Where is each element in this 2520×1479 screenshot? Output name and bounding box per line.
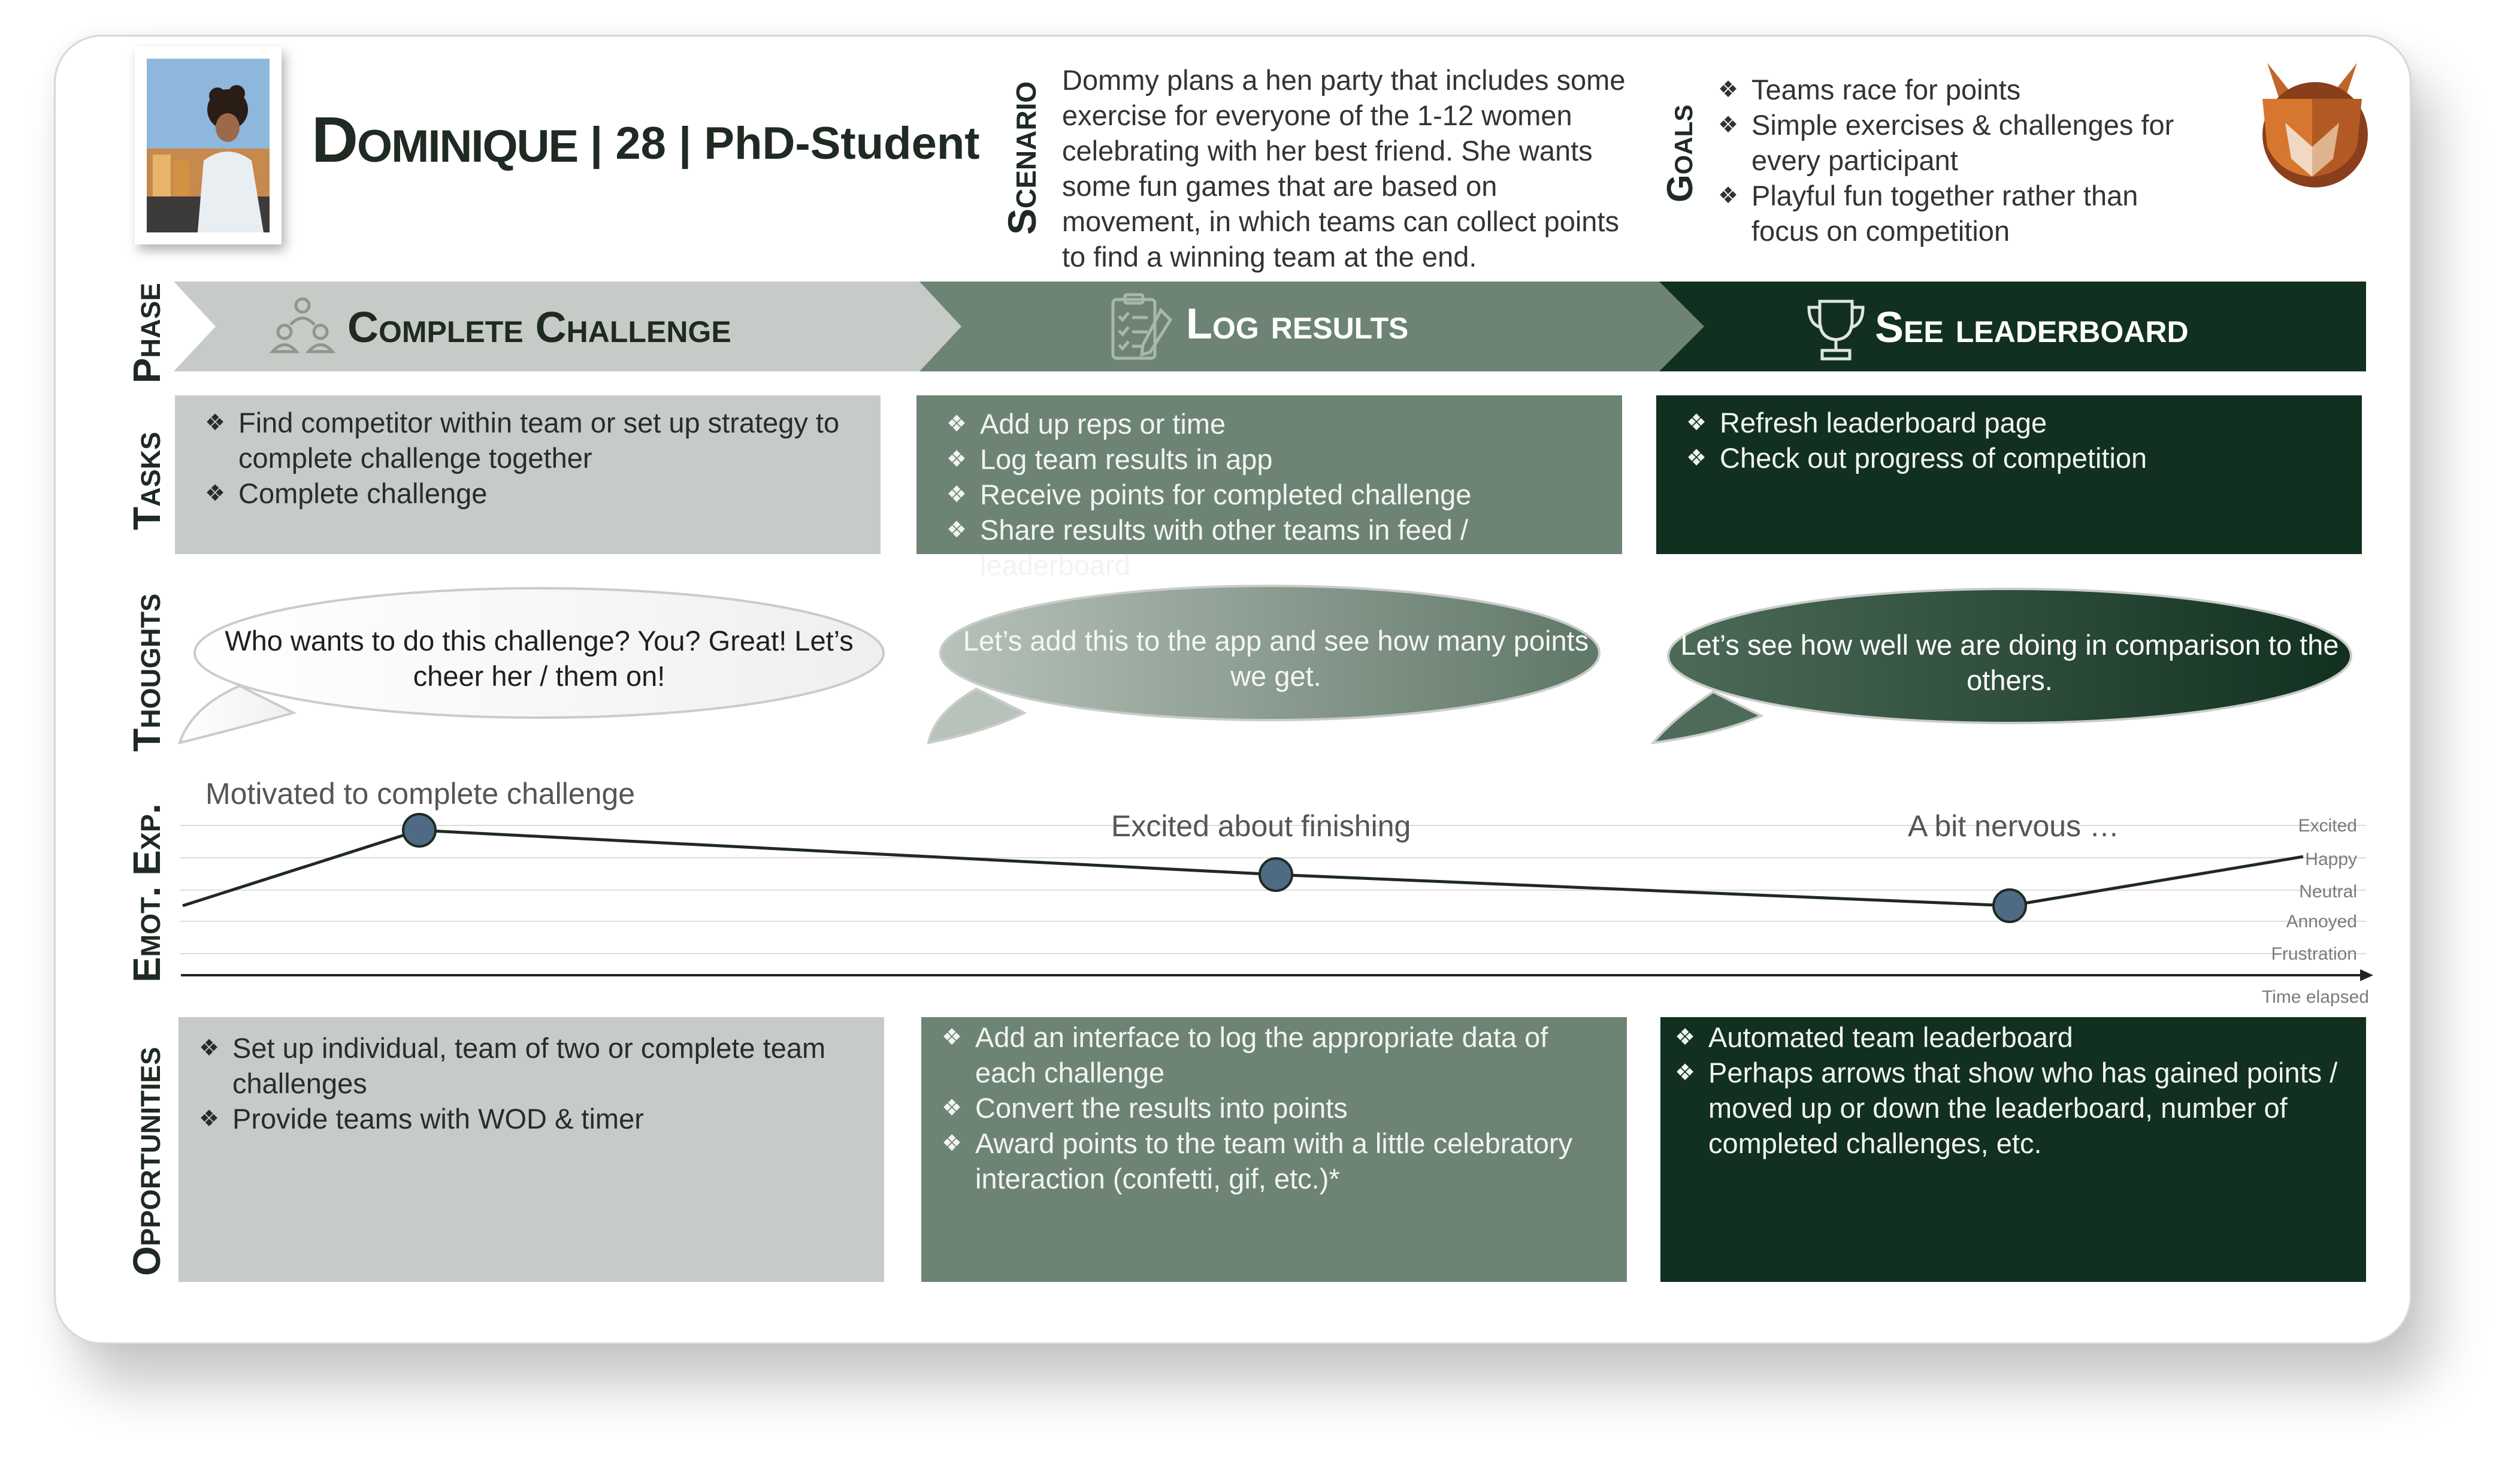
thought-text-1: Who wants to do this challenge? You? Gre…: [225, 625, 854, 692]
row-label-phase: Phase: [125, 283, 168, 383]
goal-item: Teams race for points: [1718, 72, 2209, 107]
persona-photo-image: [147, 59, 270, 232]
task-item: Log team results in app: [946, 441, 1610, 477]
thought-bubble-3: [1650, 588, 2352, 745]
emotion-point-2: [1259, 857, 1293, 892]
task-item: Complete challenge: [205, 476, 869, 511]
tasks-box-1: Find competitor within team or set up st…: [175, 395, 881, 554]
emotion-point-3: [1992, 888, 2027, 923]
persona-details: | 28 | PhD-Student: [590, 118, 980, 169]
time-axis-label: Time elapsed: [2262, 987, 2369, 1007]
scale-label-annoyed: Annoyed: [2286, 912, 2357, 931]
scale-label-frustration: Frustration: [2271, 944, 2357, 964]
task-item: Refresh leaderboard page: [1686, 405, 2350, 440]
task-item: Check out progress of competition: [1686, 440, 2350, 476]
people-group-icon: [270, 297, 335, 353]
thought-text-2: Let’s add this to the app and see how ma…: [963, 625, 1589, 692]
phase-banner-1: [174, 282, 964, 371]
opportunity-item: Convert the results into points: [942, 1090, 1615, 1126]
tasks-box-2: Add up reps or time Log team results in …: [916, 395, 1622, 581]
persona-photo: [135, 47, 282, 244]
row-label-emotions: Emot. Exp.: [125, 803, 168, 982]
task-item: Find competitor within team or set up st…: [205, 405, 869, 476]
opportunities-box-3: Automated team leaderboard Perhaps arrow…: [1660, 1017, 2366, 1282]
persona-name: Dominique: [311, 103, 579, 176]
scale-label-neutral: Neutral: [2299, 882, 2357, 902]
trophy-icon: [1807, 300, 1865, 361]
goals-list: Teams race for points Simple exercises &…: [1718, 72, 2209, 249]
emotion-chart: [180, 813, 2373, 981]
task-item: Share results with other teams in feed /…: [946, 512, 1610, 583]
thought-bubbles: [177, 585, 2352, 745]
task-item: Receive points for completed challenge: [946, 477, 1610, 512]
row-label-thoughts: Thoughts: [125, 593, 168, 752]
opportunity-item: Automated team leaderboard: [1675, 1020, 2354, 1055]
emotion-label-3: A bit nervous …: [1908, 809, 2119, 843]
goals-label: Goals: [1660, 104, 1700, 202]
scenario-text: Dommy plans a hen party that includes so…: [1062, 64, 1626, 273]
scenario-label: Scenario: [1000, 81, 1044, 235]
thought-text-3: Let’s see how well we are doing in compa…: [1680, 629, 2339, 696]
goal-item: Simple exercises & challenges for every …: [1718, 107, 2209, 178]
opportunities-box-1: Set up individual, team of two or comple…: [179, 1017, 884, 1282]
scale-label-happy: Happy: [2305, 849, 2357, 869]
opportunity-item: Set up individual, team of two or comple…: [199, 1030, 872, 1101]
tasks-box-3: Refresh leaderboard page Check out progr…: [1656, 395, 2362, 554]
emotion-point-1: [402, 813, 437, 848]
opportunities-box-2: Add an interface to log the appropriate …: [921, 1017, 1627, 1282]
phase-banner: [174, 282, 2366, 371]
time-axis-arrow: [2360, 969, 2373, 981]
emotion-label-1: Motivated to complete challenge: [205, 777, 636, 810]
clipboard-checklist-icon: [1111, 293, 1173, 360]
opportunity-item: Add an interface to log the appropriate …: [942, 1020, 1615, 1090]
row-label-tasks: Tasks: [125, 431, 168, 530]
phase-title-2: Log results: [1186, 300, 1409, 348]
fox-logo-icon: [2262, 63, 2368, 187]
opportunity-item: Perhaps arrows that show who has gained …: [1675, 1055, 2354, 1161]
task-item: Add up reps or time: [946, 406, 1610, 441]
phase-title-3: See leaderboard: [1875, 304, 2189, 352]
phase-banner-2: [919, 282, 1707, 371]
thought-bubble-2: [927, 585, 1601, 745]
thought-bubble-1: [177, 587, 885, 745]
opportunity-item: Provide teams with WOD & timer: [199, 1101, 872, 1136]
scale-label-excited: Excited: [2298, 816, 2357, 836]
emotion-label-2: Excited about finishing: [1111, 809, 1411, 843]
row-label-opportunities: Opportunities: [125, 1047, 168, 1276]
opportunity-item: Award points to the team with a little c…: [942, 1126, 1615, 1196]
phase-title-1: Complete Challenge: [347, 304, 731, 352]
goal-item: Playful fun together rather than focus o…: [1718, 178, 2209, 249]
